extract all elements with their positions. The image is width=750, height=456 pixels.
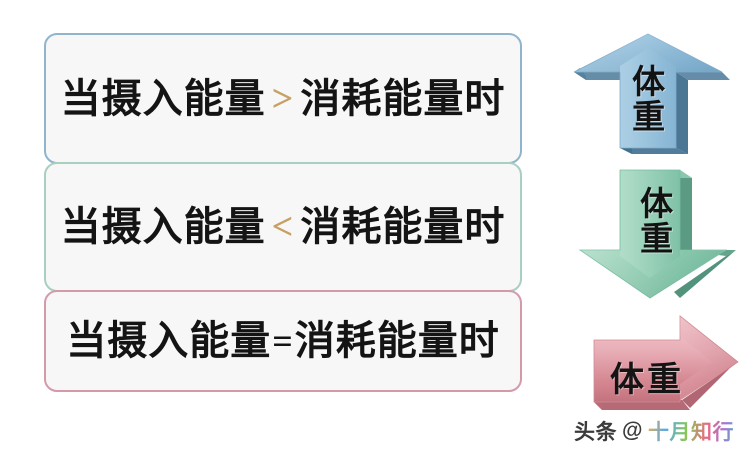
condition-suffix: 消耗能量时 <box>294 318 500 363</box>
outcome-arrow-group: 体重 <box>558 26 748 410</box>
condition-box-deficit: 当摄入能量 < 消耗能量时 <box>44 162 522 292</box>
condition-prefix: 当摄入能量 <box>60 204 266 249</box>
watermark-platform: 头条 <box>574 421 618 444</box>
condition-suffix: 消耗能量时 <box>300 75 506 121</box>
operator-greater-than: > <box>271 77 295 120</box>
condition-box-balance: 当摄入能量 = 消耗能量时 <box>44 290 522 392</box>
arrow-right-icon <box>593 315 739 410</box>
condition-suffix: 消耗能量时 <box>300 204 506 249</box>
condition-text-balance: 当摄入能量 = 消耗能量时 <box>66 321 500 361</box>
operator-less-than: < <box>271 206 295 248</box>
outcome-weight-down: 体重 <box>576 166 746 308</box>
outcome-weight-steady: 体重 <box>586 314 746 430</box>
condition-list: 当摄入能量 > 消耗能量时 当摄入能量 < 消耗能量时 当摄入能量 = 消耗能量… <box>44 33 522 392</box>
condition-box-surplus: 当摄入能量 > 消耗能量时 <box>44 33 522 164</box>
watermark: 头条 @ 十月知行 <box>574 416 734 446</box>
condition-prefix: 当摄入能量 <box>66 318 272 363</box>
operator-equals: = <box>272 321 294 361</box>
condition-text-surplus: 当摄入能量 > 消耗能量时 <box>60 75 506 121</box>
arrow-up-icon <box>573 33 730 154</box>
condition-text-deficit: 当摄入能量 < 消耗能量时 <box>61 207 506 247</box>
condition-prefix: 当摄入能量 <box>60 75 266 121</box>
arrow-down-icon <box>578 169 736 299</box>
outcome-weight-up: 体重 <box>564 26 734 162</box>
watermark-author: 十月知行 <box>648 416 734 446</box>
watermark-at-sign: @ <box>622 419 643 442</box>
